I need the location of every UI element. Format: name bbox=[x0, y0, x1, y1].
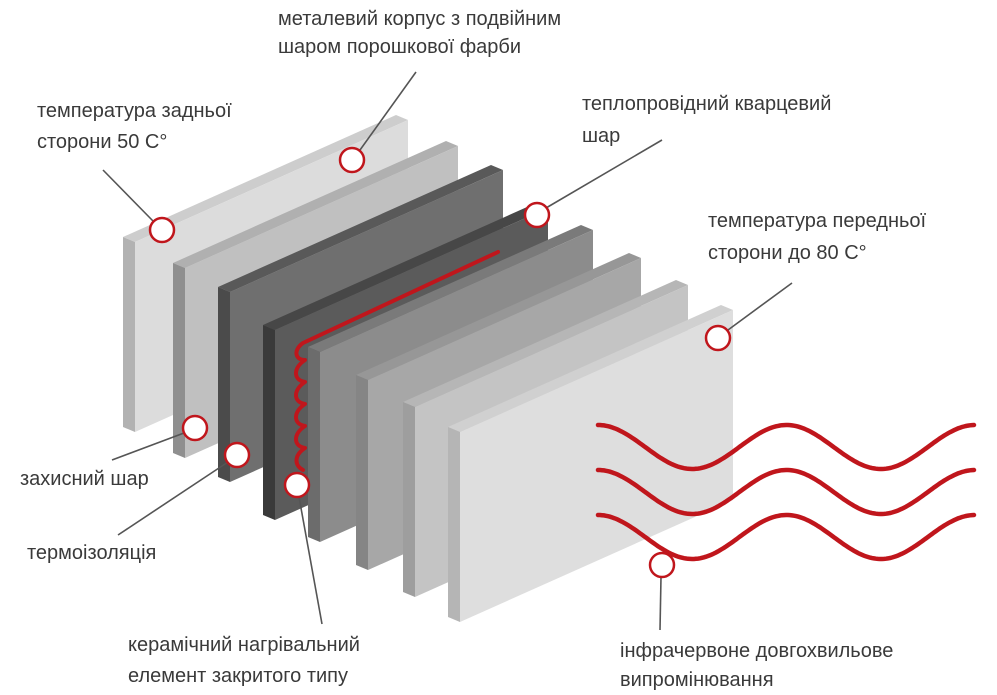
marker-front-temp bbox=[704, 324, 732, 352]
label-back-temp-line1: температура задньої bbox=[37, 100, 232, 122]
panel-front-face bbox=[460, 310, 733, 622]
leader-housing bbox=[359, 71, 417, 151]
label-front-temp-line2: сторони до 80 С° bbox=[708, 242, 867, 264]
leader-infrared bbox=[659, 576, 662, 631]
infrared-wave-3 bbox=[595, 512, 977, 562]
label-quartz-line2: шар bbox=[582, 125, 620, 147]
heating-coil bbox=[294, 250, 500, 472]
markers bbox=[148, 146, 732, 579]
label-quartz-line1: теплопровідний кварцевий bbox=[582, 93, 831, 115]
label-protective: захисний шар bbox=[20, 468, 149, 490]
label-heating-element-line2: елемент закритого типу bbox=[128, 665, 348, 687]
label-front-temp-line1: температура передньої bbox=[708, 210, 927, 232]
leader-insulation bbox=[117, 461, 229, 536]
panel-insulation-side-edge bbox=[218, 287, 230, 482]
panel-protective-layer-top-edge bbox=[173, 141, 458, 268]
front-panel-stack bbox=[308, 225, 733, 622]
panel-front-side-edge bbox=[448, 427, 460, 622]
panel-housing-back-top-edge bbox=[123, 115, 408, 242]
panel-quartz-layer-top-edge bbox=[308, 225, 593, 352]
leader-back-temp bbox=[102, 169, 154, 222]
panel-housing-back-side-edge bbox=[123, 237, 135, 432]
label-heating-element-line1: керамічний нагрівальний bbox=[128, 634, 360, 656]
panel-protective-layer-side-edge bbox=[173, 263, 185, 458]
label-housing-line2: шаром порошкової фарби bbox=[278, 36, 521, 58]
marker-quartz bbox=[523, 201, 551, 229]
leader-front-temp bbox=[727, 282, 793, 331]
label-infrared-line2: випромінювання bbox=[620, 669, 774, 691]
label-housing-line1: металевий корпус з подвійним bbox=[278, 8, 561, 30]
panel-layer-6-top-edge bbox=[356, 253, 641, 380]
infrared-waves bbox=[595, 422, 977, 562]
marker-insulation bbox=[223, 441, 251, 469]
leader-lines bbox=[102, 71, 793, 631]
panel-quartz-layer-side-edge bbox=[308, 347, 320, 542]
labels: металевий корпус з подвійним шаром порош… bbox=[20, 8, 927, 691]
infrared-wave-1 bbox=[595, 422, 977, 472]
leader-quartz bbox=[545, 139, 663, 209]
panel-insulation-top-edge bbox=[218, 165, 503, 292]
infrared-wave-2 bbox=[595, 467, 977, 517]
leader-protective bbox=[111, 432, 185, 461]
marker-housing bbox=[338, 146, 366, 174]
panel-heating-element-top-edge bbox=[263, 203, 548, 330]
label-back-temp-line2: сторони 50 С° bbox=[37, 131, 167, 153]
marker-protective bbox=[181, 414, 209, 442]
leader-heating-element bbox=[298, 496, 323, 625]
panel-layer-7-side-edge bbox=[403, 402, 415, 597]
panel-layer-6-side-edge bbox=[356, 375, 368, 570]
marker-back-temp bbox=[148, 216, 176, 244]
panel-layer-7-top-edge bbox=[403, 280, 688, 407]
marker-infrared bbox=[648, 551, 676, 579]
panel-front bbox=[448, 305, 733, 622]
label-insulation: термоізоляція bbox=[27, 542, 156, 564]
panel-heating-element-side-edge bbox=[263, 325, 275, 520]
label-infrared-line1: інфрачервоне довгохвильове bbox=[620, 640, 893, 662]
marker-heating-element bbox=[283, 471, 311, 499]
panel-front-top-edge bbox=[448, 305, 733, 432]
